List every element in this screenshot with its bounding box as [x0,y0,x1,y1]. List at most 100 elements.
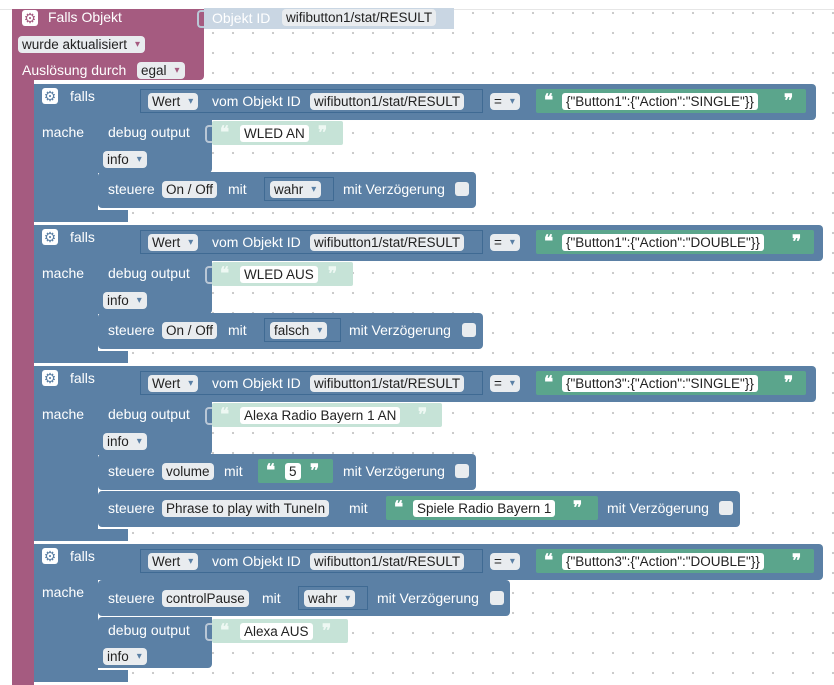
debug-output-label: debug output [108,124,190,140]
debug-text[interactable]: Alexa Radio Bayern 1 AN [240,407,401,424]
verzoegerung-checkbox[interactable] [455,464,469,478]
object-id-field[interactable]: wifibutton1/stat/RESULT [310,93,465,110]
quote-close-icon: ❞ [318,123,328,143]
if-block-3-bottom [34,529,128,541]
value-dropdown[interactable]: falsch [270,322,328,339]
debug-text[interactable]: WLED AUS [240,266,318,283]
trigger-dropdown[interactable]: wurde aktualisiert [18,36,146,53]
quote-close-icon: ❞ [792,551,802,571]
if-block-4-spine [34,544,98,682]
vom-objekt-label: vom Objekt ID [212,375,301,391]
verzoegerung-checkbox[interactable] [455,182,469,196]
steuere-target[interactable]: Phrase to play with TuneIn [162,500,330,517]
object-id-field[interactable]: wifibutton1/stat/RESULT [310,234,465,251]
falls-label: falls [70,88,95,104]
event-block-spine [12,9,34,685]
steuere-target[interactable]: volume [162,463,214,480]
quote-open-icon: ❝ [220,405,230,425]
quote-close-icon: ❞ [310,461,320,481]
debug-level-dropdown[interactable]: info [103,292,147,309]
quote-open-icon: ❝ [220,264,230,284]
if-block-3-spine [34,366,98,541]
quote-open-icon: ❝ [544,373,554,393]
quote-open-icon: ❝ [544,91,554,111]
steuere-label: steuere [108,590,155,606]
input-notch [197,10,207,28]
verzoegerung-label: mit Verzögerung [343,463,445,479]
quote-close-icon: ❞ [322,621,332,641]
quote-open-icon: ❝ [220,123,230,143]
gear-icon[interactable]: ⚙ [42,370,58,386]
mit-label: mit [228,322,247,338]
if-block-2-bottom [34,351,128,363]
debug-level-dropdown[interactable]: info [103,433,147,450]
quote-open-icon: ❝ [266,461,276,481]
vom-objekt-label: vom Objekt ID [212,553,301,569]
vom-objekt-label: vom Objekt ID [212,93,301,109]
operator-dropdown[interactable]: = [490,93,520,110]
debug-text[interactable]: WLED AN [240,125,309,142]
wert-dropdown[interactable]: Wert [148,93,199,110]
object-id-label: Objekt ID [212,10,271,26]
verzoegerung-checkbox[interactable] [719,501,733,515]
vom-objekt-label: vom Objekt ID [212,234,301,250]
falls-label: falls [70,229,95,245]
debug-level-dropdown[interactable]: info [103,648,147,665]
falls-label: falls [70,548,95,564]
value-dropdown[interactable]: wahr [270,181,322,198]
if-block-1-bottom [34,210,128,222]
quote-close-icon: ❞ [418,405,428,425]
input-notch [205,407,215,425]
operator-dropdown[interactable]: = [490,375,520,392]
gear-icon[interactable]: ⚙ [42,88,58,104]
steuere-target[interactable]: On / Off [162,322,218,339]
steuere-label: steuere [108,463,155,479]
object-id-field[interactable]: wifibutton1/stat/RESULT [310,553,465,570]
verzoegerung-checkbox[interactable] [462,323,476,337]
object-id-field[interactable]: wifibutton1/stat/RESULT [310,375,465,392]
debug-output-label: debug output [108,622,190,638]
object-id-field[interactable]: wifibutton1/stat/RESULT [282,9,437,26]
steuere-label: steuere [108,181,155,197]
gear-icon[interactable]: ⚙ [22,10,38,26]
debug-level-dropdown[interactable]: info [103,151,147,168]
operator-dropdown[interactable]: = [490,553,520,570]
event-block-bottom [12,676,16,685]
steuere-label: steuere [108,500,155,516]
steuere-target[interactable]: controlPause [162,590,249,607]
debug-text[interactable]: Alexa AUS [240,623,313,640]
wert-dropdown[interactable]: Wert [148,375,199,392]
mit-label: mit [262,590,281,606]
steuere-value[interactable]: 5 [285,463,301,480]
quote-close-icon: ❞ [328,264,338,284]
value-dropdown[interactable]: wahr [304,590,356,607]
mache-label: mache [42,124,85,140]
verzoegerung-label: mit Verzögerung [343,181,445,197]
verzoegerung-label: mit Verzögerung [607,500,709,516]
quote-close-icon: ❞ [792,232,802,252]
compare-value[interactable]: {"Button1":{"Action":"DOUBLE"}} [562,234,764,251]
wert-dropdown[interactable]: Wert [148,553,199,570]
gear-icon[interactable]: ⚙ [42,548,58,564]
steuere-value[interactable]: Spiele Radio Bayern 1 [413,500,556,517]
debug-output-label: debug output [108,265,190,281]
compare-value[interactable]: {"Button3":{"Action":"DOUBLE"}} [562,553,764,570]
input-notch [205,125,215,143]
compare-value[interactable]: {"Button3":{"Action":"SINGLE"}} [562,375,758,392]
operator-dropdown[interactable]: = [490,234,520,251]
quote-close-icon: ❞ [784,91,794,111]
quote-close-icon: ❞ [573,498,583,518]
wert-dropdown[interactable]: Wert [148,234,199,251]
ausloesung-label: Auslösung durch [22,62,127,78]
ausloesung-dropdown[interactable]: egal [137,62,185,79]
falls-label: falls [70,370,95,386]
verzoegerung-checkbox[interactable] [490,591,504,605]
verzoegerung-label: mit Verzögerung [377,590,479,606]
mit-label: mit [349,500,368,516]
gear-icon[interactable]: ⚙ [42,229,58,245]
compare-value[interactable]: {"Button1":{"Action":"SINGLE"}} [562,93,758,110]
verzoegerung-label: mit Verzögerung [349,322,451,338]
mit-label: mit [228,181,247,197]
steuere-target[interactable]: On / Off [162,181,218,198]
quote-open-icon: ❝ [394,498,404,518]
